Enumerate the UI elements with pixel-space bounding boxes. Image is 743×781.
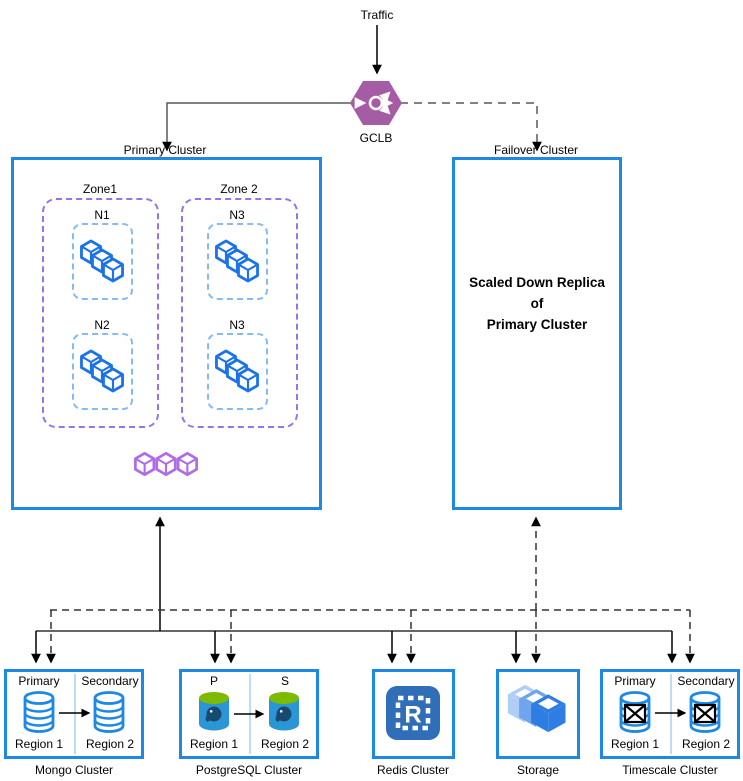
pods-cubes-icon	[133, 451, 199, 477]
timescale-region2-label: Region 2	[681, 737, 731, 751]
node-box-n1	[72, 223, 133, 300]
zone2-box	[181, 198, 298, 428]
traffic-label: Traffic	[360, 8, 394, 22]
storage-icon	[507, 684, 566, 733]
node-label-n2: N2	[94, 318, 110, 332]
postgres-primary-label: P	[209, 674, 219, 688]
node-label-n3-top: N3	[229, 208, 245, 222]
primary-cluster-label: Primary Cluster	[123, 143, 207, 157]
timescale-database-icon	[689, 691, 721, 733]
gclb-icon	[350, 81, 402, 125]
node-box-n2	[72, 333, 133, 410]
workload-cubes-icon	[80, 349, 124, 393]
workload-cubes-icon	[80, 239, 124, 283]
node-label-n3-bottom: N3	[229, 318, 245, 332]
zone1-label: Zone1	[82, 182, 118, 196]
mongo-database-icon	[93, 691, 125, 733]
mongo-primary-label: Primary	[18, 674, 60, 688]
failover-cluster-text: Scaled Down Replica of Primary Cluster	[452, 272, 622, 335]
mongo-region1-label: Region 1	[14, 737, 64, 751]
redis-icon-letter: R	[404, 702, 421, 729]
node-label-n1: N1	[94, 208, 110, 222]
failover-cluster-label: Failover Cluster	[493, 143, 579, 157]
postgres-cluster-label: PostgreSQL Cluster	[195, 763, 303, 777]
redis-icon: R	[386, 686, 440, 740]
primary-cluster-box	[11, 157, 322, 510]
postgres-region-divider	[249, 674, 251, 754]
postgres-icon	[199, 692, 229, 731]
postgres-icon	[269, 692, 299, 731]
node-box-n3-bottom	[207, 333, 268, 410]
redis-cluster-label: Redis Cluster	[376, 763, 450, 777]
zone2-label: Zone 2	[220, 182, 258, 196]
mongo-cluster-label: Mongo Cluster	[34, 763, 114, 777]
zone1-box	[42, 198, 159, 428]
timescale-primary-label: Primary	[614, 674, 656, 688]
workload-cubes-icon	[215, 239, 259, 283]
failover-cluster-box	[452, 157, 622, 510]
postgres-region2-label: Region 2	[260, 737, 310, 751]
timescale-database-icon	[619, 691, 651, 733]
storage-label: Storage	[516, 763, 560, 777]
postgres-secondary-label: S	[280, 674, 290, 688]
timescale-region-divider	[670, 674, 672, 754]
workload-cubes-icon	[215, 349, 259, 393]
failover-text-line1: Scaled Down Replica	[469, 275, 605, 290]
failover-text-line2: of	[530, 296, 544, 311]
mongo-region-divider	[74, 674, 76, 754]
node-box-n3-top	[207, 223, 268, 300]
mongo-database-icon	[23, 691, 55, 733]
gclb-label: GCLB	[359, 131, 393, 145]
timescale-cluster-label: Timescale Cluster	[622, 763, 718, 777]
mongo-region2-label: Region 2	[85, 737, 135, 751]
failover-text-line3: Primary Cluster	[486, 317, 588, 332]
mongo-secondary-label: Secondary	[81, 674, 139, 688]
timescale-secondary-label: Secondary	[677, 674, 735, 688]
postgres-region1-label: Region 1	[189, 737, 239, 751]
timescale-region1-label: Region 1	[610, 737, 660, 751]
